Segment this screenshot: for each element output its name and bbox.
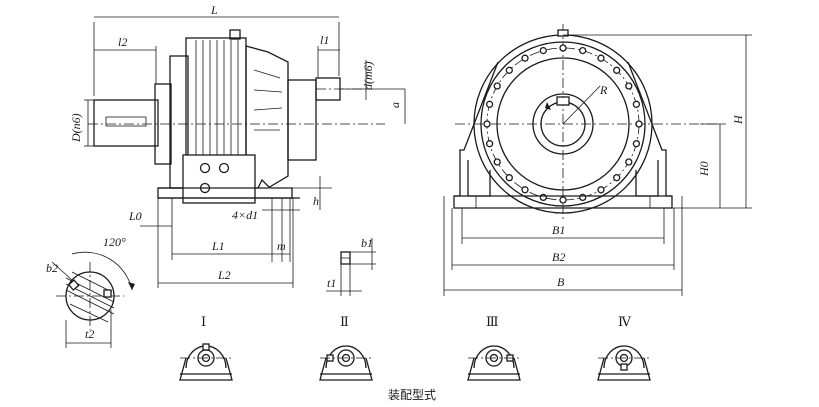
numeral-form-4: Ⅳ: [618, 314, 632, 329]
bolt-hole: [579, 193, 587, 202]
key-detail: b1 t1: [326, 236, 376, 296]
numeral-form-3: Ⅲ: [486, 314, 499, 329]
label-t2: t2: [85, 327, 94, 341]
bolt-hole: [505, 174, 513, 182]
bolt-hole: [493, 158, 501, 166]
bolt-hole: [597, 186, 605, 194]
bolt-hole: [485, 140, 494, 148]
bolt-hole: [579, 46, 587, 55]
bolt-hole: [613, 174, 621, 182]
bolt-hole: [632, 140, 641, 148]
label-L0: L0: [128, 209, 142, 223]
label-L: L: [210, 3, 218, 17]
label-120deg: 120°: [103, 235, 126, 249]
label-a: a: [388, 102, 402, 108]
label-B2: B2: [552, 250, 565, 264]
shaft-section: 120° b2 t2: [46, 235, 135, 348]
bolt-hole: [493, 82, 501, 90]
bolt-hole: [521, 186, 529, 194]
label-m: m: [277, 239, 286, 253]
bolt-hole: [632, 100, 641, 108]
bolt-hole: [505, 66, 513, 74]
label-t1: t1: [327, 276, 336, 290]
front-view: R H H0 B1 B2 B: [443, 24, 752, 296]
label-H: H: [731, 114, 745, 125]
assembly-form-1: Ⅰ: [179, 314, 233, 381]
bolt-hole: [635, 120, 643, 128]
bolt-hole: [597, 54, 605, 62]
label-D-n6: D(n6): [69, 113, 83, 143]
bolt-hole: [539, 193, 547, 202]
label-l2: l2: [118, 35, 127, 49]
bolt-hole: [521, 54, 529, 62]
label-B1: B1: [552, 223, 565, 237]
bolt-hole: [625, 158, 633, 166]
numeral-form-1: Ⅰ: [201, 314, 206, 329]
assembly-forms: Ⅰ Ⅱ Ⅲ: [179, 314, 651, 402]
bolt-hole: [613, 66, 621, 74]
bolt-hole: [483, 120, 491, 128]
label-b1: b1: [361, 236, 373, 250]
bolt-hole: [485, 100, 494, 108]
assembly-form-3: Ⅲ: [467, 314, 521, 381]
bolt-hole: [625, 82, 633, 90]
bolt-hole: [539, 46, 547, 55]
label-L2: L2: [217, 268, 231, 282]
label-h: h: [313, 194, 319, 208]
assembly-forms-caption: 装配型式: [388, 388, 436, 402]
side-view: L l2 l1 d(m6) a D(n6) L0 4×d1 h: [69, 3, 406, 288]
label-R: R: [599, 83, 608, 97]
label-L1: L1: [211, 239, 225, 253]
label-b2: b2: [46, 261, 58, 275]
bolt-hole: [559, 44, 567, 52]
numeral-form-2: Ⅱ: [340, 314, 349, 329]
assembly-form-2: Ⅱ: [319, 314, 373, 381]
label-4xd1: 4×d1: [232, 208, 258, 222]
label-d-m6: d(m6): [361, 61, 375, 90]
assembly-form-4: Ⅳ: [597, 314, 651, 381]
bolt-ring: [483, 44, 643, 204]
label-l1: l1: [320, 33, 329, 47]
bolt-hole: [559, 196, 567, 204]
label-B: B: [557, 275, 565, 289]
label-H0: H0: [697, 161, 711, 177]
